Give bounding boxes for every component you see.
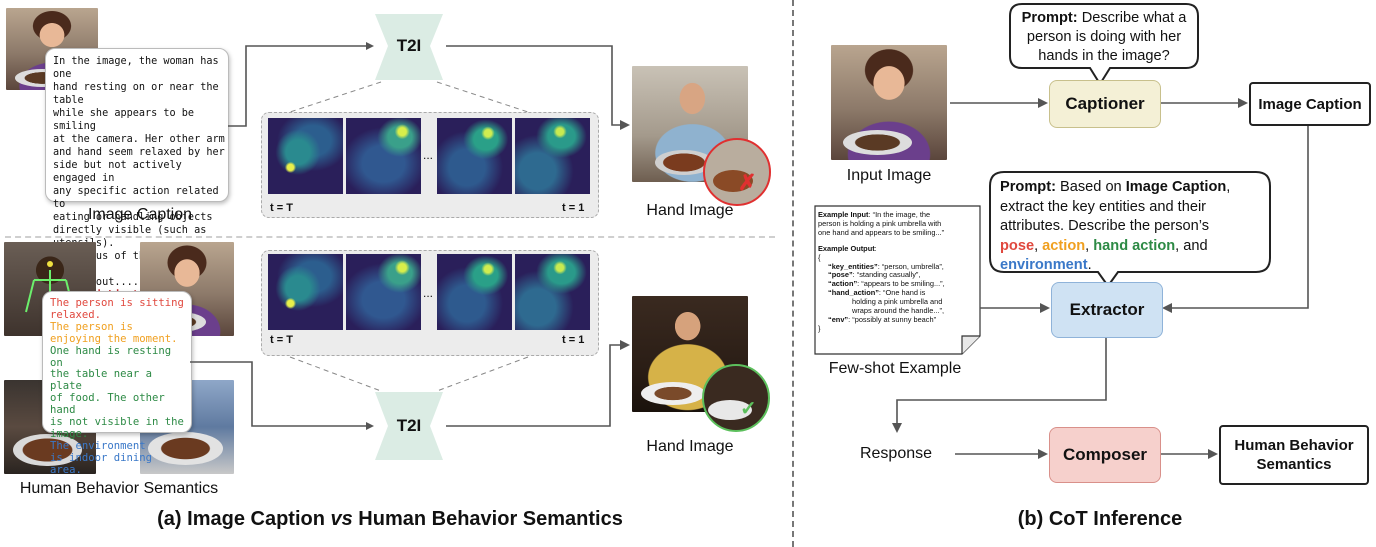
- hbs-label: Human Behavior Semantics: [19, 480, 219, 497]
- prompt1-bubble: [1009, 3, 1199, 86]
- response-label: Response: [859, 445, 933, 462]
- hbs-line: enjoying the moment.: [50, 332, 178, 345]
- hbs-line: The environment: [50, 439, 146, 452]
- heatmap-tile: [437, 118, 512, 194]
- subtitle-a: (a) Image Caption vs Human Behavior Sema…: [157, 508, 623, 530]
- hbs-line: is indoor dining area.: [50, 451, 153, 476]
- fewshot-text: Example Input: “In the image, the person…: [818, 210, 945, 333]
- caption-line: eating or handling objects: [53, 212, 213, 223]
- image-caption-box: Image Caption: [1249, 82, 1371, 126]
- hbs-bubble: [42, 291, 192, 433]
- caption-line: at the camera. Her other arm: [53, 134, 225, 145]
- subtitle-b: (b) CoT Inference: [1017, 508, 1183, 530]
- t2i-bottom-label: T2I: [396, 416, 422, 435]
- bad-result-circle: [703, 138, 771, 206]
- t2i-top-shape: [375, 14, 443, 80]
- heatmap-tile: [268, 118, 343, 194]
- hbs-line: is not visible in the: [50, 416, 184, 429]
- t-end-bottom: t = 1: [562, 334, 585, 346]
- heatmap-tile: [268, 254, 343, 330]
- t-start-bottom: t = T: [270, 334, 293, 346]
- t2i-bottom-shape: [375, 392, 443, 460]
- composer-box: Composer: [1049, 427, 1161, 483]
- extractor-box: Extractor: [1051, 282, 1163, 338]
- caption-line: and hand seem relaxed by her: [53, 147, 225, 158]
- hbs-line: of food. The other hand: [50, 392, 165, 417]
- hand-image-bottom-label: Hand Image: [646, 438, 734, 455]
- captioner-box: Captioner: [1049, 80, 1161, 128]
- caption-line: hand resting on or near the table: [53, 82, 219, 106]
- hand-image-top: [632, 66, 748, 182]
- t2i-top-label: T2I: [396, 36, 422, 55]
- hand-image-top-label: Hand Image: [646, 202, 734, 219]
- heatmap-tile: [515, 118, 590, 194]
- hbs-line: The person is: [50, 320, 133, 333]
- check-icon: ✓: [740, 398, 757, 420]
- prompt2-bubble: [989, 171, 1271, 288]
- caption-line: side but not actively engaged in: [53, 160, 182, 184]
- input-image-label: Input Image: [846, 167, 932, 184]
- good-result-circle: [702, 364, 770, 432]
- caption-line: while she appears to be smiling: [53, 108, 195, 132]
- hbs-line: the table near a plate: [50, 368, 153, 393]
- hbs-line: One hand is resting on: [50, 344, 172, 369]
- caption-line: In the image, the woman has one: [53, 56, 219, 80]
- caption-line: any specific action related to: [53, 186, 219, 210]
- ellipsis-top: ...: [423, 148, 434, 162]
- cross-icon: ✗: [738, 170, 757, 195]
- prompt2-text: Prompt: Based on Image Caption, extract …: [1000, 179, 1231, 273]
- fewshot-label: Few-shot Example: [828, 360, 962, 377]
- heatmap-tile: [515, 254, 590, 330]
- hbs-line: relaxed.: [50, 308, 102, 321]
- heatmap-tile: [346, 254, 421, 330]
- heatmap-tile: [437, 254, 512, 330]
- prompt1-text: Prompt: Describe what a person is doing …: [1021, 10, 1187, 64]
- image-caption-bubble: [45, 48, 229, 202]
- t-start-top: t = T: [270, 202, 293, 214]
- vertical-divider: [792, 0, 794, 547]
- hbs-line: The person is sitting: [50, 297, 184, 309]
- hbs-box: Human Behavior Semantics: [1219, 425, 1369, 485]
- ellipsis-bottom: ...: [423, 286, 434, 300]
- horizontal-separator: [5, 236, 775, 238]
- heatmap-tile: [346, 118, 421, 194]
- hbs-line: image.: [50, 427, 89, 440]
- input-image: [831, 45, 947, 160]
- t-end-top: t = 1: [562, 202, 585, 214]
- image-caption-label: Image Caption: [87, 206, 193, 223]
